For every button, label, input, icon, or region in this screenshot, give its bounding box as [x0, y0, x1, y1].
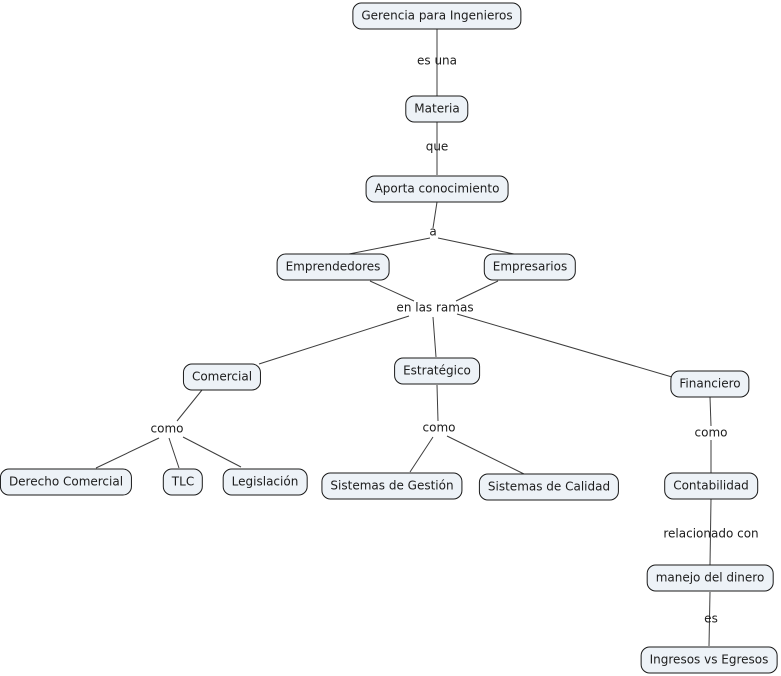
node-materia[interactable]: Materia — [405, 95, 469, 123]
edge-como-legislacion — [182, 436, 242, 468]
edge-como-derecho — [95, 437, 160, 469]
edge-empresarios-ramas — [455, 280, 499, 302]
link-label-que[interactable]: que — [425, 139, 449, 154]
edge-ramas-comercial — [258, 315, 410, 365]
node-sistemas-de-gestion[interactable]: Sistemas de Gestión — [321, 472, 463, 500]
edge-contabilidad-manejo — [709, 498, 712, 566]
edge-emprendedores-ramas — [369, 280, 415, 302]
node-tlc[interactable]: TLC — [162, 468, 204, 496]
edge-ramas-financiero — [456, 313, 673, 378]
node-ingresos-vs-egresos[interactable]: Ingresos vs Egresos — [640, 646, 778, 674]
link-label-es-una[interactable]: es una — [416, 53, 458, 68]
link-label-en-las-ramas[interactable]: en las ramas — [396, 300, 474, 315]
edge-a-empresarios — [437, 237, 515, 255]
node-gerencia-para-ingenieros[interactable]: Gerencia para Ingenieros — [352, 2, 522, 30]
link-label-como-comercial[interactable]: como — [150, 421, 184, 436]
link-label-como-estrategico[interactable]: como — [422, 420, 456, 435]
link-label-es[interactable]: es — [704, 611, 718, 626]
node-contabilidad[interactable]: Contabilidad — [664, 472, 758, 500]
edge-como-tlc — [168, 437, 180, 469]
edge-ramas-estrategico — [432, 316, 437, 358]
node-estrategico[interactable]: Estratégico — [394, 357, 480, 385]
edge-aporta-a — [432, 201, 438, 229]
node-aporta-conocimiento[interactable]: Aporta conocimiento — [365, 175, 509, 203]
edge-a-emprendedores — [348, 237, 431, 255]
node-derecho-comercial[interactable]: Derecho Comercial — [0, 468, 133, 496]
link-label-como-financiero[interactable]: como — [694, 425, 728, 440]
edge-manejo-ingresos — [708, 591, 711, 647]
edge-como-gestion — [409, 436, 434, 473]
node-manejo-del-dinero[interactable]: manejo del dinero — [646, 564, 774, 592]
edge-como-calidad — [446, 435, 525, 475]
node-comercial[interactable]: Comercial — [182, 363, 262, 391]
node-emprendedores[interactable]: Emprendedores — [276, 253, 390, 281]
link-label-a[interactable]: a — [429, 224, 437, 239]
edge-estrategico-como — [436, 384, 439, 422]
node-empresarios[interactable]: Empresarios — [483, 253, 577, 281]
node-financiero[interactable]: Financiero — [670, 370, 750, 398]
node-sistemas-de-calidad[interactable]: Sistemas de Calidad — [478, 473, 620, 501]
link-label-relacionado-con[interactable]: relacionado con — [663, 526, 759, 541]
node-legislacion[interactable]: Legislación — [222, 468, 308, 496]
edge-financiero-como — [709, 396, 712, 427]
edge-comercial-como — [176, 389, 203, 422]
